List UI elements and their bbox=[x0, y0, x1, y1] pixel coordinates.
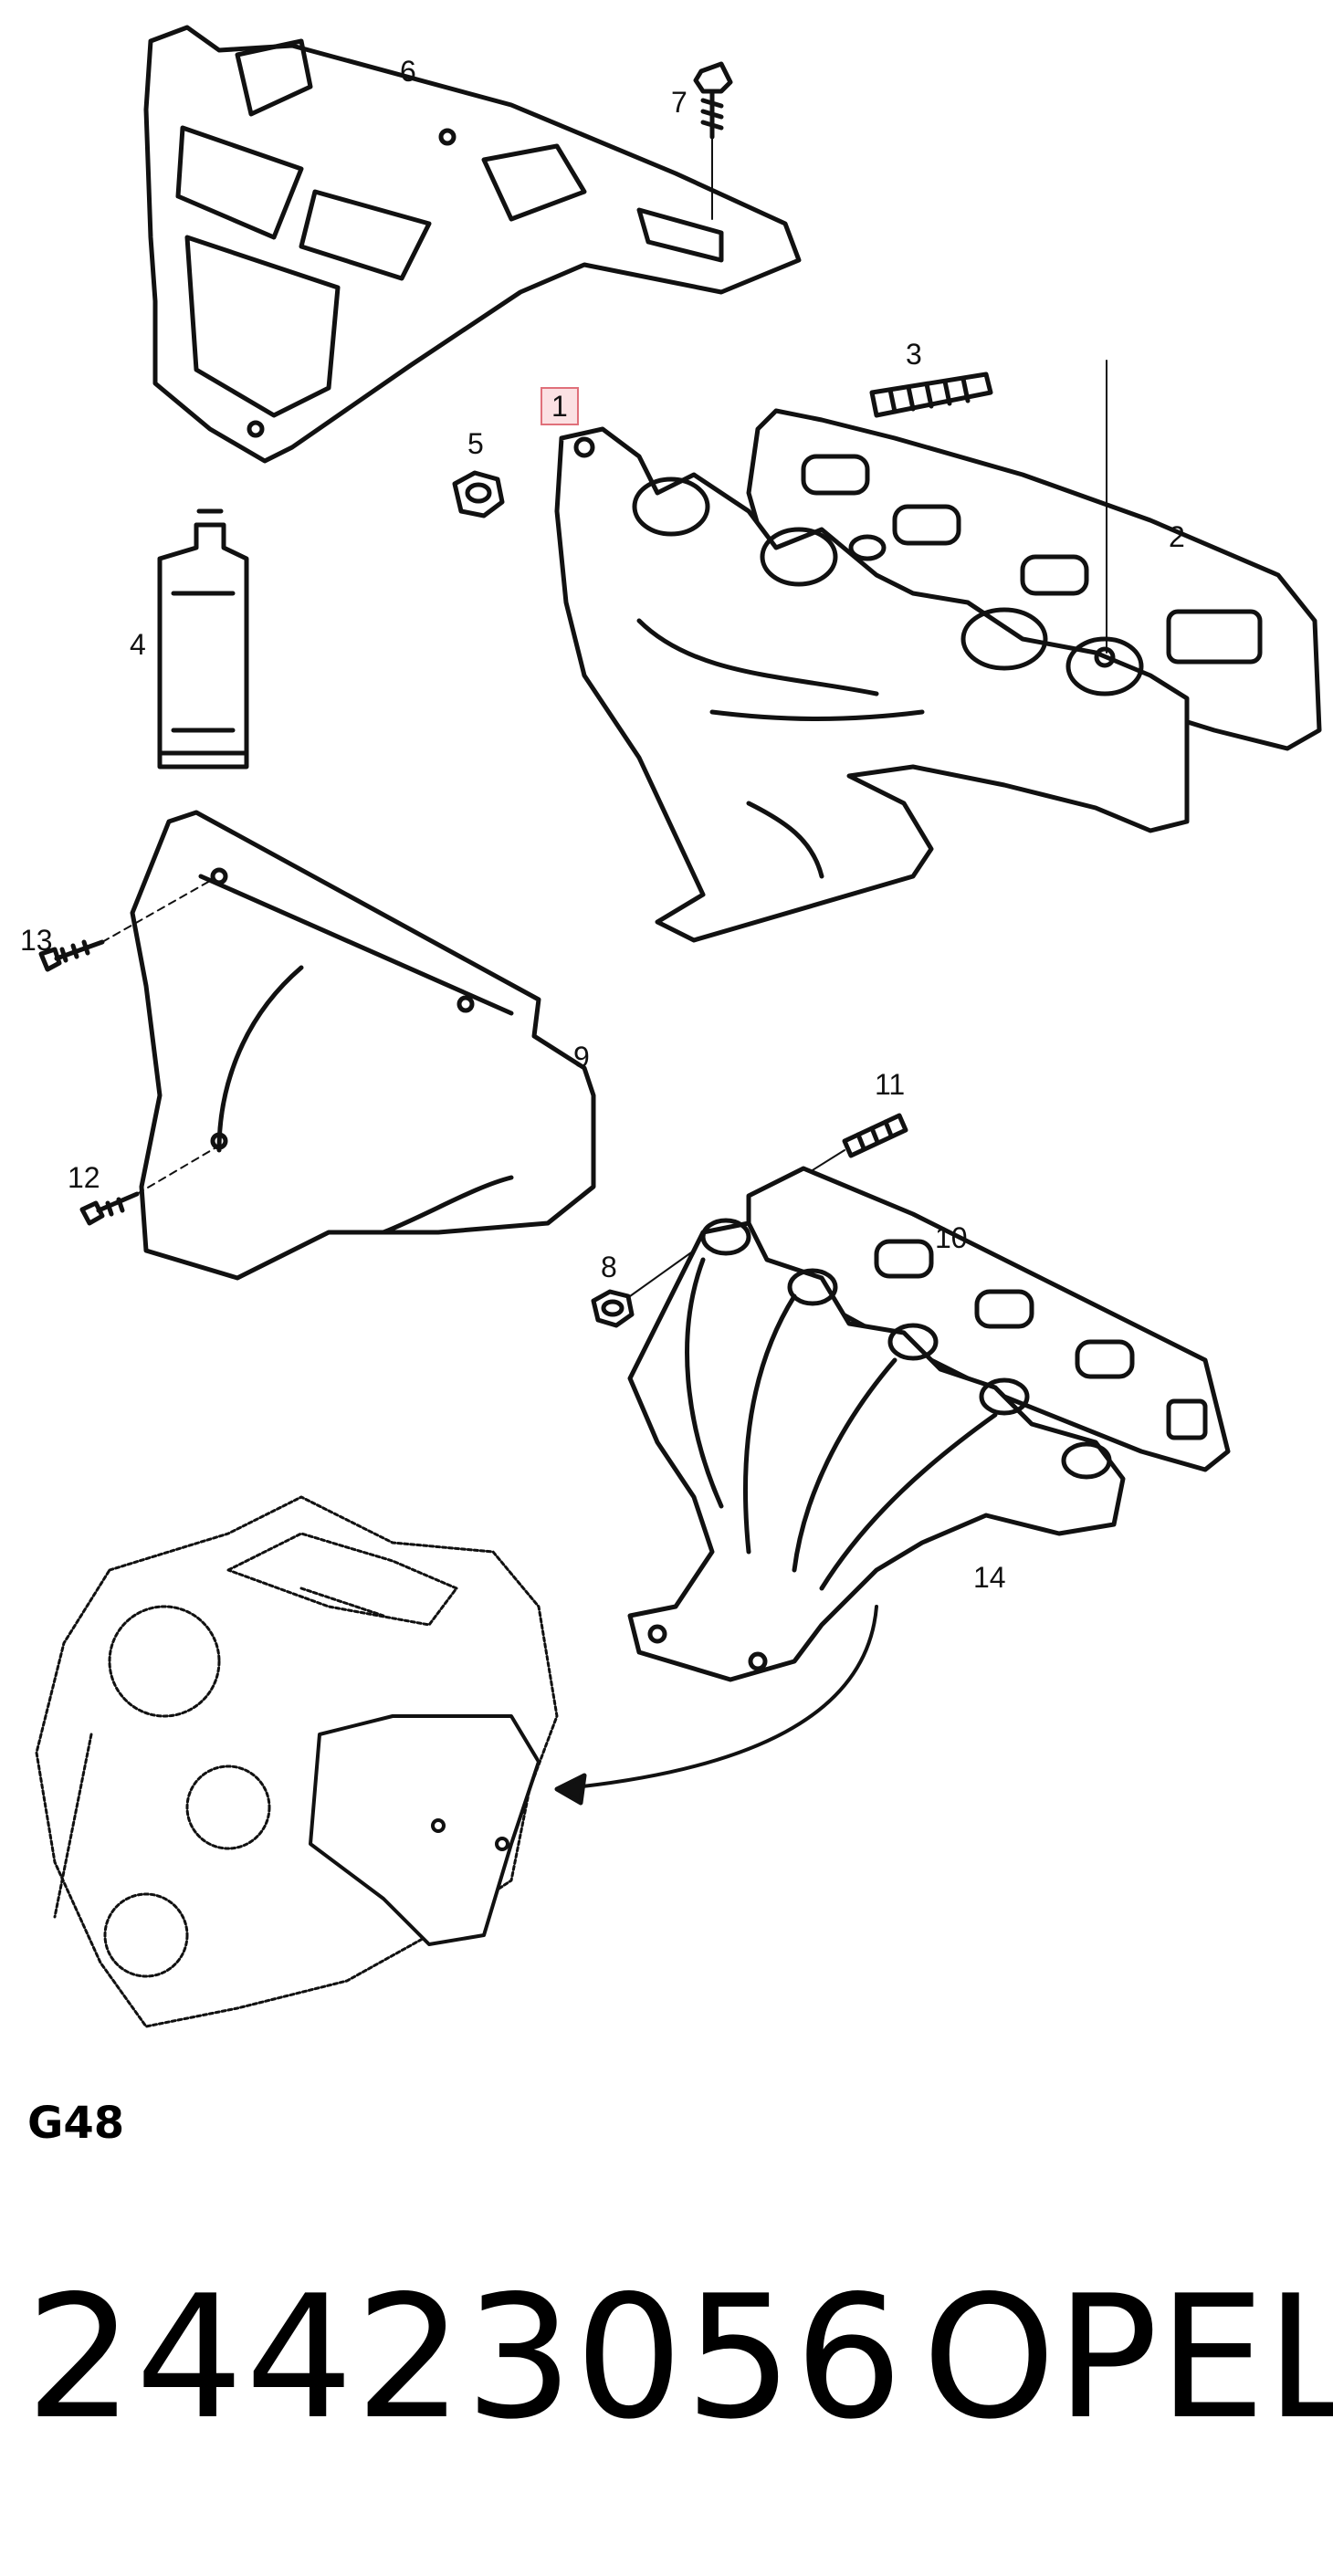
callout-12: 12 bbox=[68, 1161, 100, 1194]
part-number: 24423056 bbox=[26, 2258, 905, 2456]
callout-4: 4 bbox=[130, 628, 146, 661]
callout-7: 7 bbox=[671, 86, 687, 119]
callout-9: 9 bbox=[573, 1041, 590, 1073]
exhaust-manifold-1 bbox=[554, 360, 1190, 943]
diagram-code: G48 bbox=[27, 2098, 125, 2149]
bolt-13 bbox=[38, 880, 211, 972]
exhaust-manifold-14 bbox=[627, 1218, 1126, 1682]
callout-1-highlighted[interactable]: 1 bbox=[541, 387, 579, 425]
bolt-12 bbox=[79, 1147, 215, 1226]
heat-shield-upper bbox=[143, 25, 802, 464]
bolt-upper bbox=[693, 61, 733, 220]
stud-11 bbox=[807, 1113, 908, 1174]
callout-14: 14 bbox=[973, 1561, 1006, 1594]
brand-name: OPEL bbox=[922, 2258, 1333, 2456]
callout-13: 13 bbox=[20, 924, 53, 957]
heat-shield-lower bbox=[130, 810, 596, 1281]
callout-3: 3 bbox=[906, 338, 922, 371]
sealant-tube-4 bbox=[157, 508, 249, 770]
callout-6: 6 bbox=[400, 55, 416, 88]
gasket-2 bbox=[746, 408, 1322, 751]
engine-heat-shield-highlight bbox=[309, 1714, 541, 1946]
callout-5: 5 bbox=[467, 427, 484, 460]
callout-8: 8 bbox=[601, 1251, 617, 1283]
nut-8 bbox=[591, 1250, 695, 1328]
callout-11: 11 bbox=[875, 1068, 906, 1101]
location-arrow bbox=[554, 1605, 878, 1806]
stud-3 bbox=[869, 372, 993, 418]
callout-2: 2 bbox=[1169, 520, 1185, 553]
callout-10: 10 bbox=[935, 1221, 968, 1254]
nut-5 bbox=[452, 470, 505, 518]
